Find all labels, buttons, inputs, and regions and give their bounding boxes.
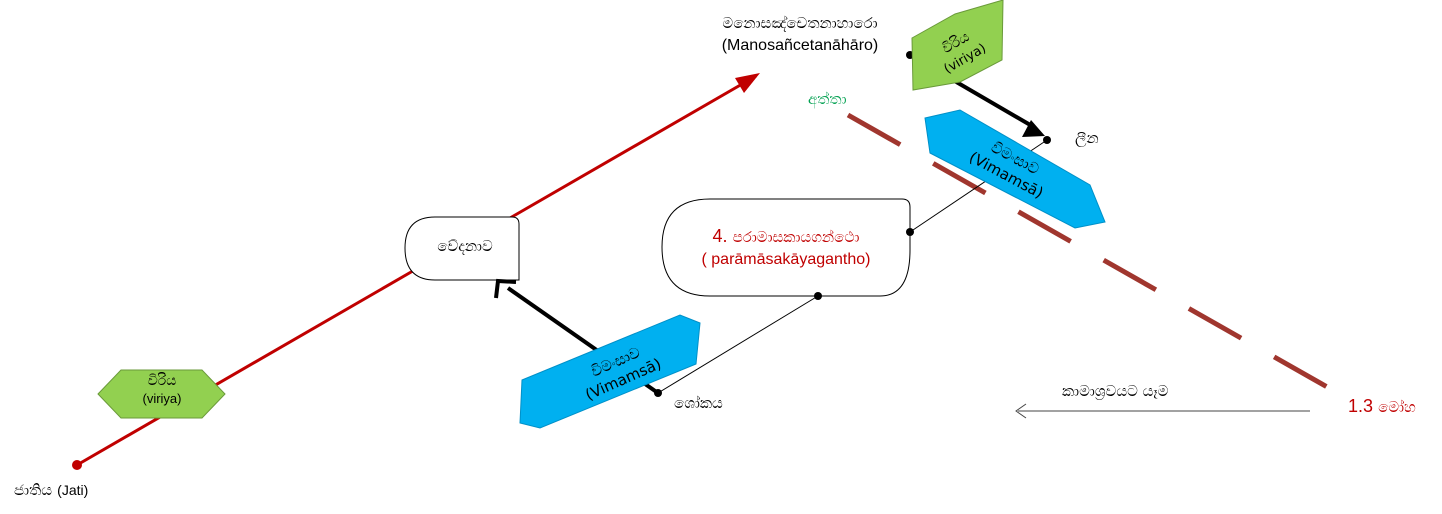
moha-label: 1.3 මෝහ — [1348, 396, 1416, 417]
vimamsa-left-hexagon — [519, 314, 701, 429]
paramasa-number: 4. — [712, 226, 728, 246]
vedana-node-shape — [404, 216, 520, 281]
paramasa-label: 4. පරාමාසකායගන්ථො ( parāmāsakāyagantho) — [664, 225, 908, 272]
paramasa-sinhala: පරාමාසකායගන්ථො — [732, 228, 860, 246]
thin-arrowhead-icon — [1015, 403, 1027, 419]
black-arrowhead-lina-icon — [1022, 120, 1045, 137]
viriya-left-sinhala: විරිය — [147, 373, 177, 389]
soka-label: ශෝකය — [674, 394, 723, 412]
manosancetana-sinhala: මනොසඤ්චෙතනාහාරො — [722, 14, 878, 32]
red-line-jati-vedana — [76, 266, 419, 467]
red-arrow-vedana-manosancetana — [509, 74, 757, 220]
manosancetana-latin: (Manosañcetanāhāro) — [721, 37, 879, 54]
paramasa-node-shape — [661, 198, 911, 297]
paramasa-latin: ( parāmāsakāyagantho) — [701, 251, 871, 268]
viriya-left-label: විරිය (viriya) — [121, 372, 203, 408]
attha-label: අත්තා — [808, 90, 847, 108]
brown-dashed-line — [846, 112, 1338, 395]
line-soka-paramasa — [657, 295, 819, 394]
jati-dot — [72, 460, 82, 470]
kamasrava-label: කාමාශ්‍රවයට යෑම — [1062, 382, 1169, 400]
viriya-left-hexagon — [97, 369, 226, 419]
moha-sinhala: මෝහ — [1378, 398, 1416, 416]
red-arrowhead-icon — [735, 73, 760, 93]
lina-label: ලීන — [1075, 129, 1099, 147]
manosancetana-label: මනොසඤ්චෙතනාහාරො (Manosañcetanāhāro) — [680, 12, 920, 58]
jati-latin: (Jati) — [57, 482, 89, 498]
black-arrowhead-icon — [494, 278, 517, 299]
vimamsa-right-hexagon — [924, 109, 1106, 229]
paramasa-bottom-dot — [814, 292, 822, 300]
lina-dot — [1043, 136, 1051, 144]
soka-dot — [654, 389, 662, 397]
vedana-label: වේදනාව — [420, 236, 510, 255]
moha-number: 1.3 — [1348, 396, 1374, 416]
viriya-top-hexagon — [911, 0, 1004, 91]
jati-label: ජාතිය (Jati) — [14, 480, 88, 499]
vedana-sinhala: වේදනාව — [437, 237, 493, 255]
paramasa-title: 4. පරාමාසකායගන්ථො — [664, 225, 908, 248]
viriya-left-latin: (viriya) — [142, 391, 182, 406]
jati-sinhala: ජාතිය — [14, 481, 53, 499]
